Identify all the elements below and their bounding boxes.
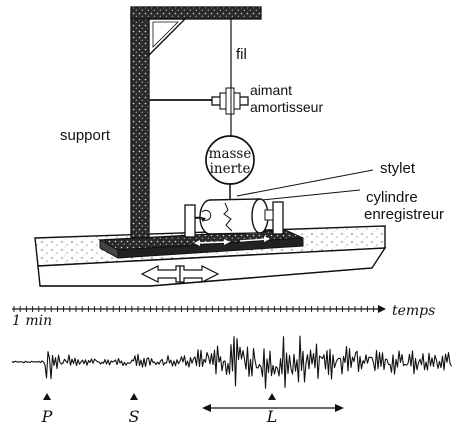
support-pillar: [130, 6, 262, 239]
label-inerte: inerte: [210, 161, 251, 177]
label-amortisseur: amortisseur: [250, 99, 323, 115]
marker-l-label: L: [266, 407, 278, 426]
time-axis: 1 min temps: [12, 303, 435, 329]
label-stylet: stylet: [380, 160, 416, 177]
cylindre-leader: [261, 189, 361, 201]
stylet-leader: [236, 169, 374, 197]
seismograph-instrument: masse inerte fil aimant amort: [34, 6, 444, 287]
time-ticks: [13, 306, 375, 312]
scale-label: 1 min: [12, 313, 52, 329]
ground-motion-arrow: [140, 265, 220, 283]
recording-cylinder: [184, 198, 284, 238]
label-aimant: aimant: [250, 82, 292, 98]
label-cylindre: cylindre: [366, 189, 418, 206]
base-plate: [97, 229, 304, 259]
label-enregistreur: enregistreur: [364, 206, 444, 223]
marker-s-label: S: [129, 407, 140, 426]
label-masse: masse: [209, 146, 252, 162]
seismogram: 1 min temps P S L: [11, 303, 452, 426]
damper-magnet: [211, 87, 249, 115]
wave-marker-s: S: [129, 393, 140, 426]
marker-p-label: P: [41, 407, 53, 426]
wave-marker-l: L: [202, 393, 344, 426]
axis-label-temps: temps: [392, 303, 435, 319]
label-fil: fil: [236, 46, 247, 63]
label-support: support: [60, 127, 111, 144]
seismogram-trace: [11, 335, 452, 389]
wave-marker-p: P: [41, 393, 53, 426]
